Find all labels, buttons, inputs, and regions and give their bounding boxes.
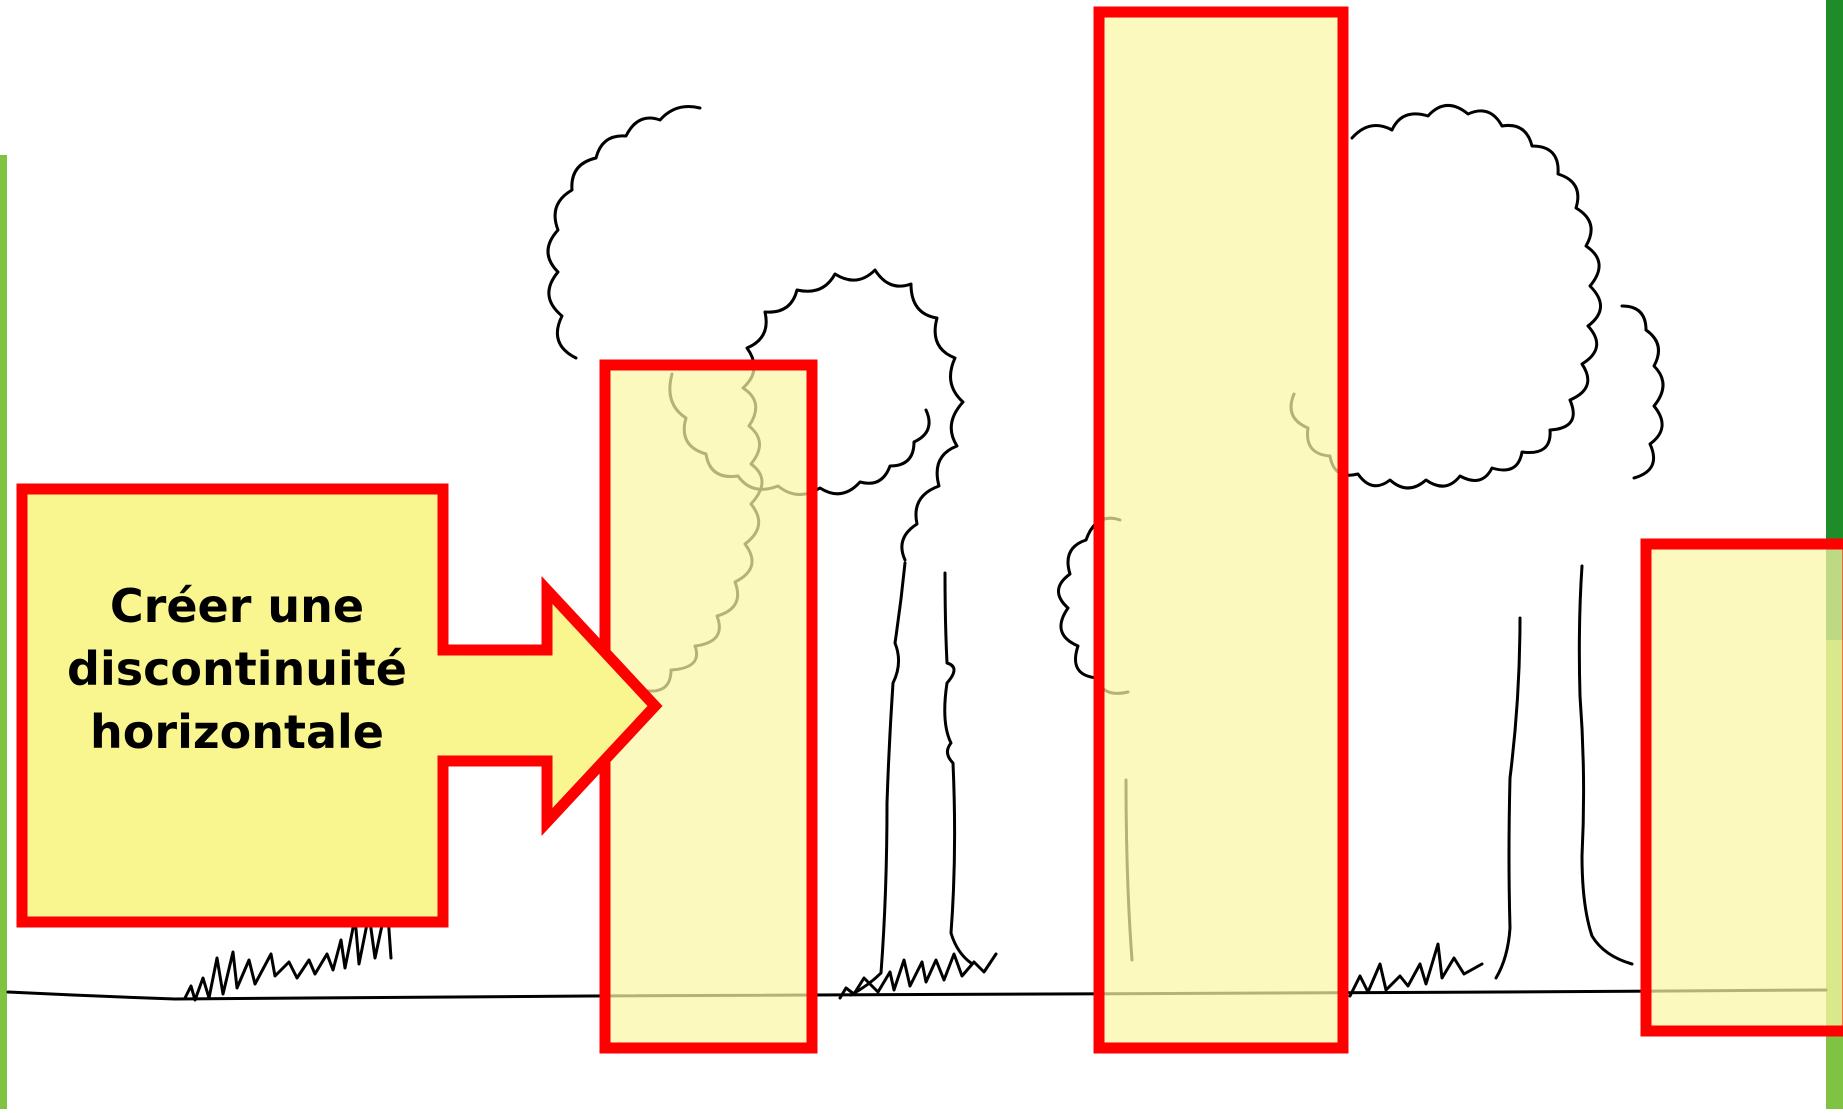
right-green-bar-dark	[1826, 0, 1843, 640]
tree-2-trunk-left	[1494, 616, 1522, 980]
tree-1-trunk-right	[943, 571, 973, 965]
ground-line	[6, 988, 1828, 1001]
tree-2-trunk-right	[1577, 564, 1634, 966]
highlight-box-2	[1093, 6, 1349, 1054]
callout-line-1: Créer une	[109, 579, 365, 633]
highlight-box-3	[1640, 538, 1843, 1037]
callout-line-3: horizontale	[90, 705, 384, 759]
highlight-boxes	[599, 6, 1843, 1054]
callout-arrow	[16, 483, 663, 928]
tree-2-crown	[1289, 104, 1602, 490]
callout-label: Créer une discontinuité horizontale	[22, 575, 452, 764]
grass-left	[183, 900, 393, 1002]
tree-1-trunk-left	[849, 561, 907, 997]
left-green-bar	[0, 155, 7, 1109]
tree-2	[1289, 104, 1665, 980]
grass-right	[1348, 942, 1484, 998]
grass-center	[838, 952, 998, 1000]
callout-line-2: discontinuité	[67, 642, 407, 696]
